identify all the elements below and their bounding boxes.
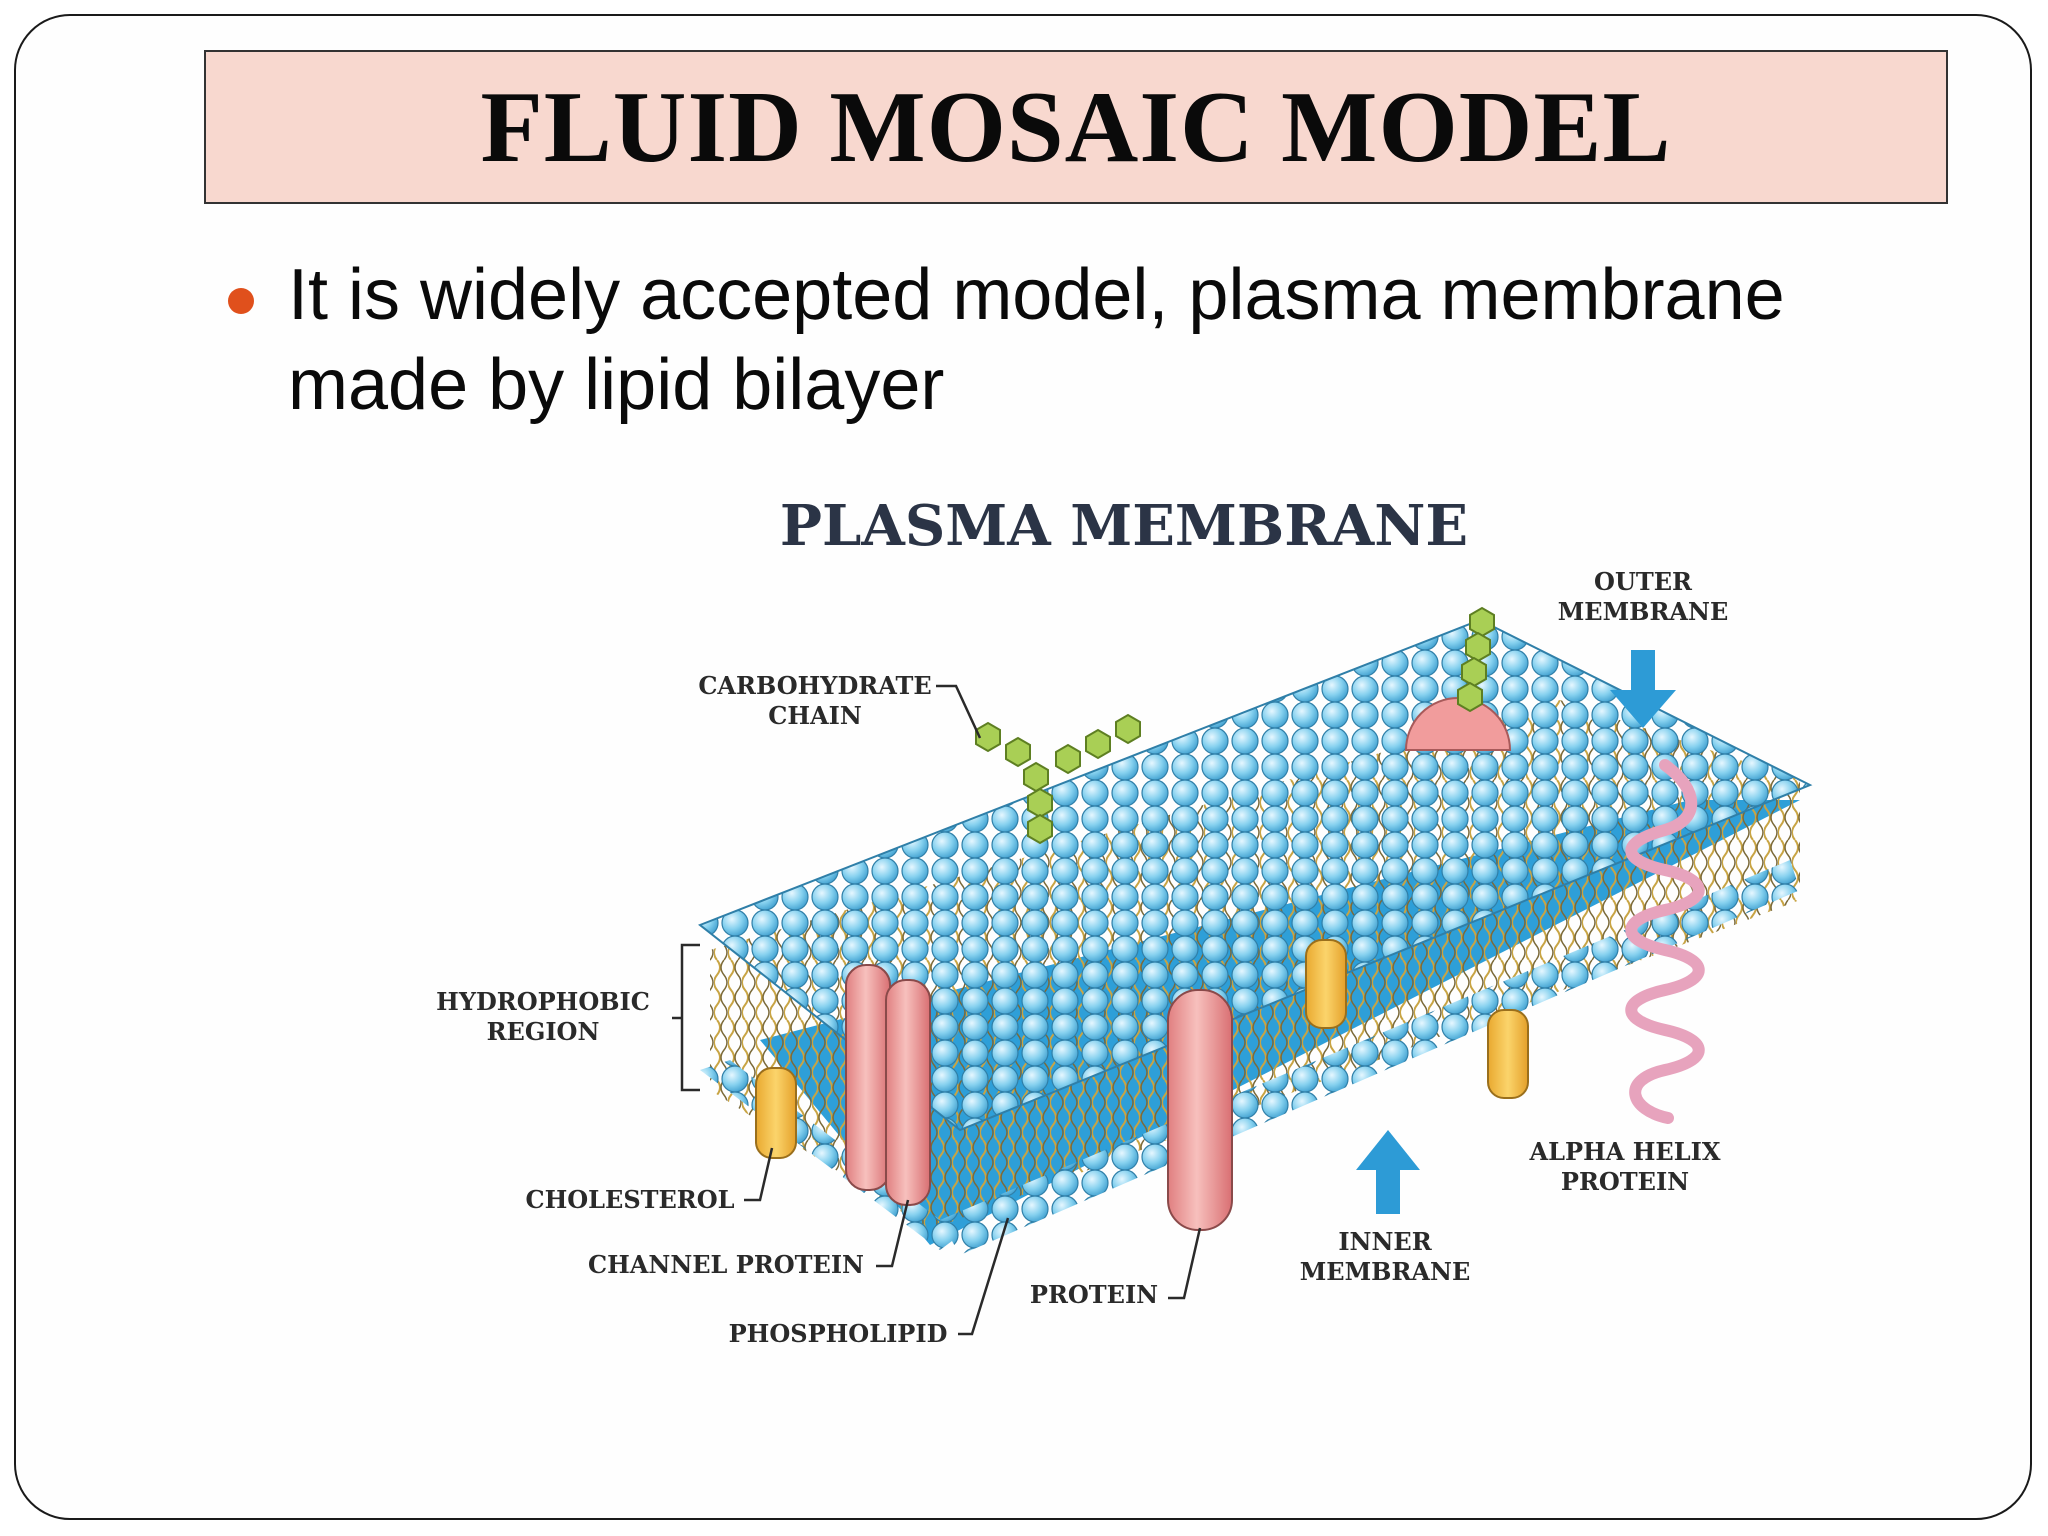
title-banner: FLUID MOSAIC MODEL — [204, 50, 1948, 204]
channel-protein-leader — [876, 1199, 910, 1268]
label-alpha-helix-protein-2: PROTEIN — [1561, 1167, 1689, 1196]
slide-title: FLUID MOSAIC MODEL — [480, 70, 1672, 184]
label-channel-protein: CHANNEL PROTEIN — [588, 1250, 864, 1279]
label-alpha-helix-protein-1: ALPHA HELIX — [1529, 1137, 1721, 1166]
alpha-helix — [1625, 759, 1705, 1124]
label-outer-membrane-1: OUTER — [1594, 567, 1693, 596]
diagram-title: PLASMA MEMBRANE — [780, 493, 1468, 559]
hydrophobic-bracket — [672, 943, 700, 1092]
label-hydrophobic-region-1: HYDROPHOBIC — [436, 987, 650, 1016]
cholesterol-shapes — [755, 939, 1529, 1159]
bullet-point: It is widely accepted model, plasma memb… — [228, 250, 1868, 430]
label-cholesterol: CHOLESTEROL — [525, 1185, 734, 1214]
carbohydrate-chains — [975, 606, 1495, 845]
label-phospholipid: PHOSPHOLIPID — [729, 1319, 948, 1348]
label-outer-membrane-2: MEMBRANE — [1558, 597, 1729, 626]
protein-leader — [1168, 1227, 1202, 1300]
inner-membrane-arrow — [1356, 1130, 1420, 1214]
carbohydrate-leader — [936, 684, 982, 739]
bullet-icon — [228, 288, 254, 314]
channel-protein — [845, 964, 931, 1206]
label-carbohydrate-chain-2: CHAIN — [768, 701, 862, 730]
protein-shape — [1167, 989, 1233, 1231]
label-protein: PROTEIN — [1030, 1280, 1158, 1309]
outer-membrane-arrow — [1610, 650, 1676, 728]
lipid-bilayer — [698, 618, 1813, 1255]
cholesterol-leader — [744, 1147, 774, 1202]
label-inner-membrane-1: INNER — [1338, 1227, 1432, 1256]
label-hydrophobic-region-2: REGION — [487, 1017, 600, 1046]
bullet-text: It is widely accepted model, plasma memb… — [288, 255, 1785, 425]
label-carbohydrate-chain-1: CARBOHYDRATE — [698, 671, 931, 700]
label-inner-membrane-2: MEMBRANE — [1300, 1257, 1471, 1286]
phospholipid-leader — [958, 1217, 1010, 1336]
